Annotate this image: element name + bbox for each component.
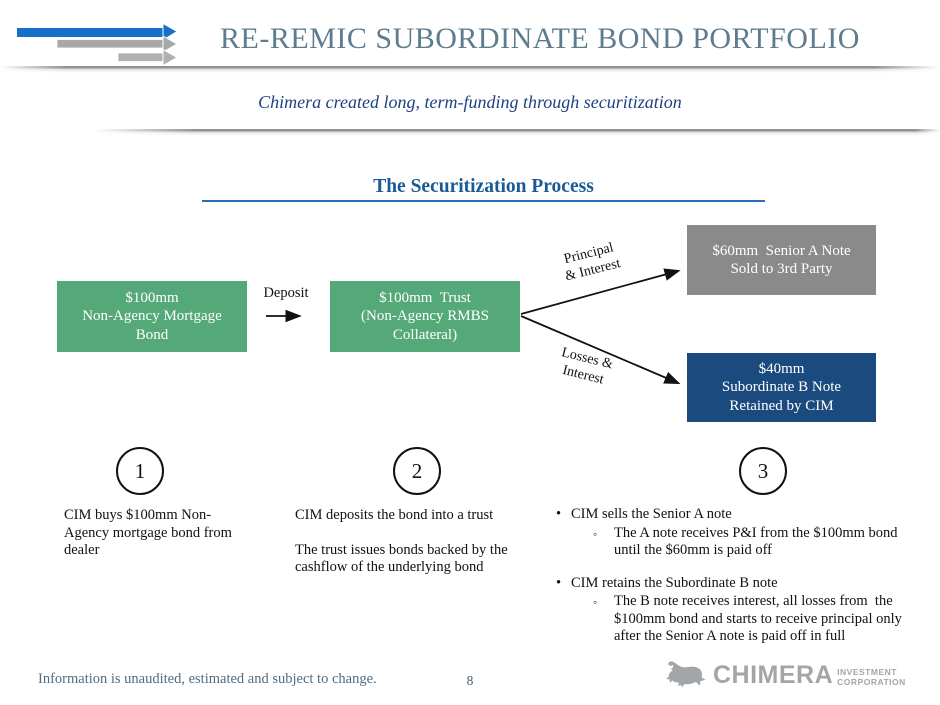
senior-note-line: $60mm Senior A Note [712,242,851,259]
step-2-paragraph: The trust issues bonds backed by the cas… [295,541,508,576]
bullet-text: CIM sells the Senior A note [571,506,732,522]
step-2-text: CIM deposits the bond into a trust The t… [295,507,547,577]
principal-interest-label: Principal & Interest [562,240,622,284]
step-3-circle: 3 [739,447,787,495]
trust-box-line: Collateral) [392,326,458,343]
senior-note-line: Sold to 3rd Party [730,261,833,277]
bullet-row: • CIM sells the Senior A note [556,506,912,524]
subordinate-note-line: Retained by CIM [729,397,834,414]
deposit-label: Deposit [263,285,309,301]
sub-bullet-icon: ◦ [593,526,598,541]
sub-bullet-text: The B note receives interest, all losses… [614,593,902,644]
bond-box: $100mm Non-Agency Mortgage Bond [57,281,247,352]
slide-title: RE-REMIC SUBORDINATE BOND PORTFOLIO [220,22,860,55]
step-2-paragraph: CIM deposits the bond into a trust [295,507,494,523]
bond-box-line: $100mm [125,289,179,306]
footer-disclaimer: Information is unaudited, estimated and … [38,671,377,687]
chimera-logo: CHIMERA INVESTMENT CORPORATION [664,658,906,695]
trust-box: $100mm Trust (Non-Agency RMBS Collateral… [330,281,520,352]
senior-note-box: $60mm Senior A Note Sold to 3rd Party [687,225,876,295]
sub-bullet-icon: ◦ [593,595,598,609]
step-1-text: CIM buys $100mm Non- Agency mortgage bon… [64,507,232,558]
chimera-wordmark: CHIMERA [713,661,834,689]
bullet-icon: • [556,506,562,522]
sub-bullet-text: The A note receives P&I from the $100mm … [614,524,898,559]
header-divider [0,66,940,73]
section-heading-underline [202,200,765,202]
bond-box-line: Non-Agency Mortgage [82,308,222,325]
header-arrows-icon [17,22,179,67]
bullet-text: CIM retains the Subordinate B note [571,574,778,591]
step-3-text: • CIM sells the Senior A note ◦ The A no… [556,506,912,646]
chimera-logo-subtext: INVESTMENT CORPORATION [837,667,906,687]
subtitle-divider [95,129,940,136]
chimera-beast-icon [666,661,706,688]
page-number: 8 [466,673,474,688]
bullet-row: • CIM retains the Subordinate B note [556,575,912,593]
losses-interest-label: Losses & Interest [559,345,615,388]
trust-box-line: $100mm Trust [379,289,471,306]
bond-box-line: Bond [135,326,169,343]
sub-bullet-row: ◦ The A note receives P&I from the $100m… [556,525,912,560]
step-1-circle: 1 [116,447,164,495]
section-heading: The Securitization Process [373,176,594,197]
subordinate-note-box: $40mm Subordinate B Note Retained by CIM [687,353,876,422]
sub-bullet-row: ◦ The B note receives interest, all loss… [556,593,912,646]
step-2-circle: 2 [393,447,441,495]
bullet-icon: • [556,574,562,591]
subordinate-note-line: $40mm [758,360,805,377]
subordinate-note-line: Subordinate B Note [721,379,842,396]
slide-subtitle: Chimera created long, term-funding throu… [258,92,682,112]
trust-box-line: (Non-Agency RMBS [361,308,489,325]
